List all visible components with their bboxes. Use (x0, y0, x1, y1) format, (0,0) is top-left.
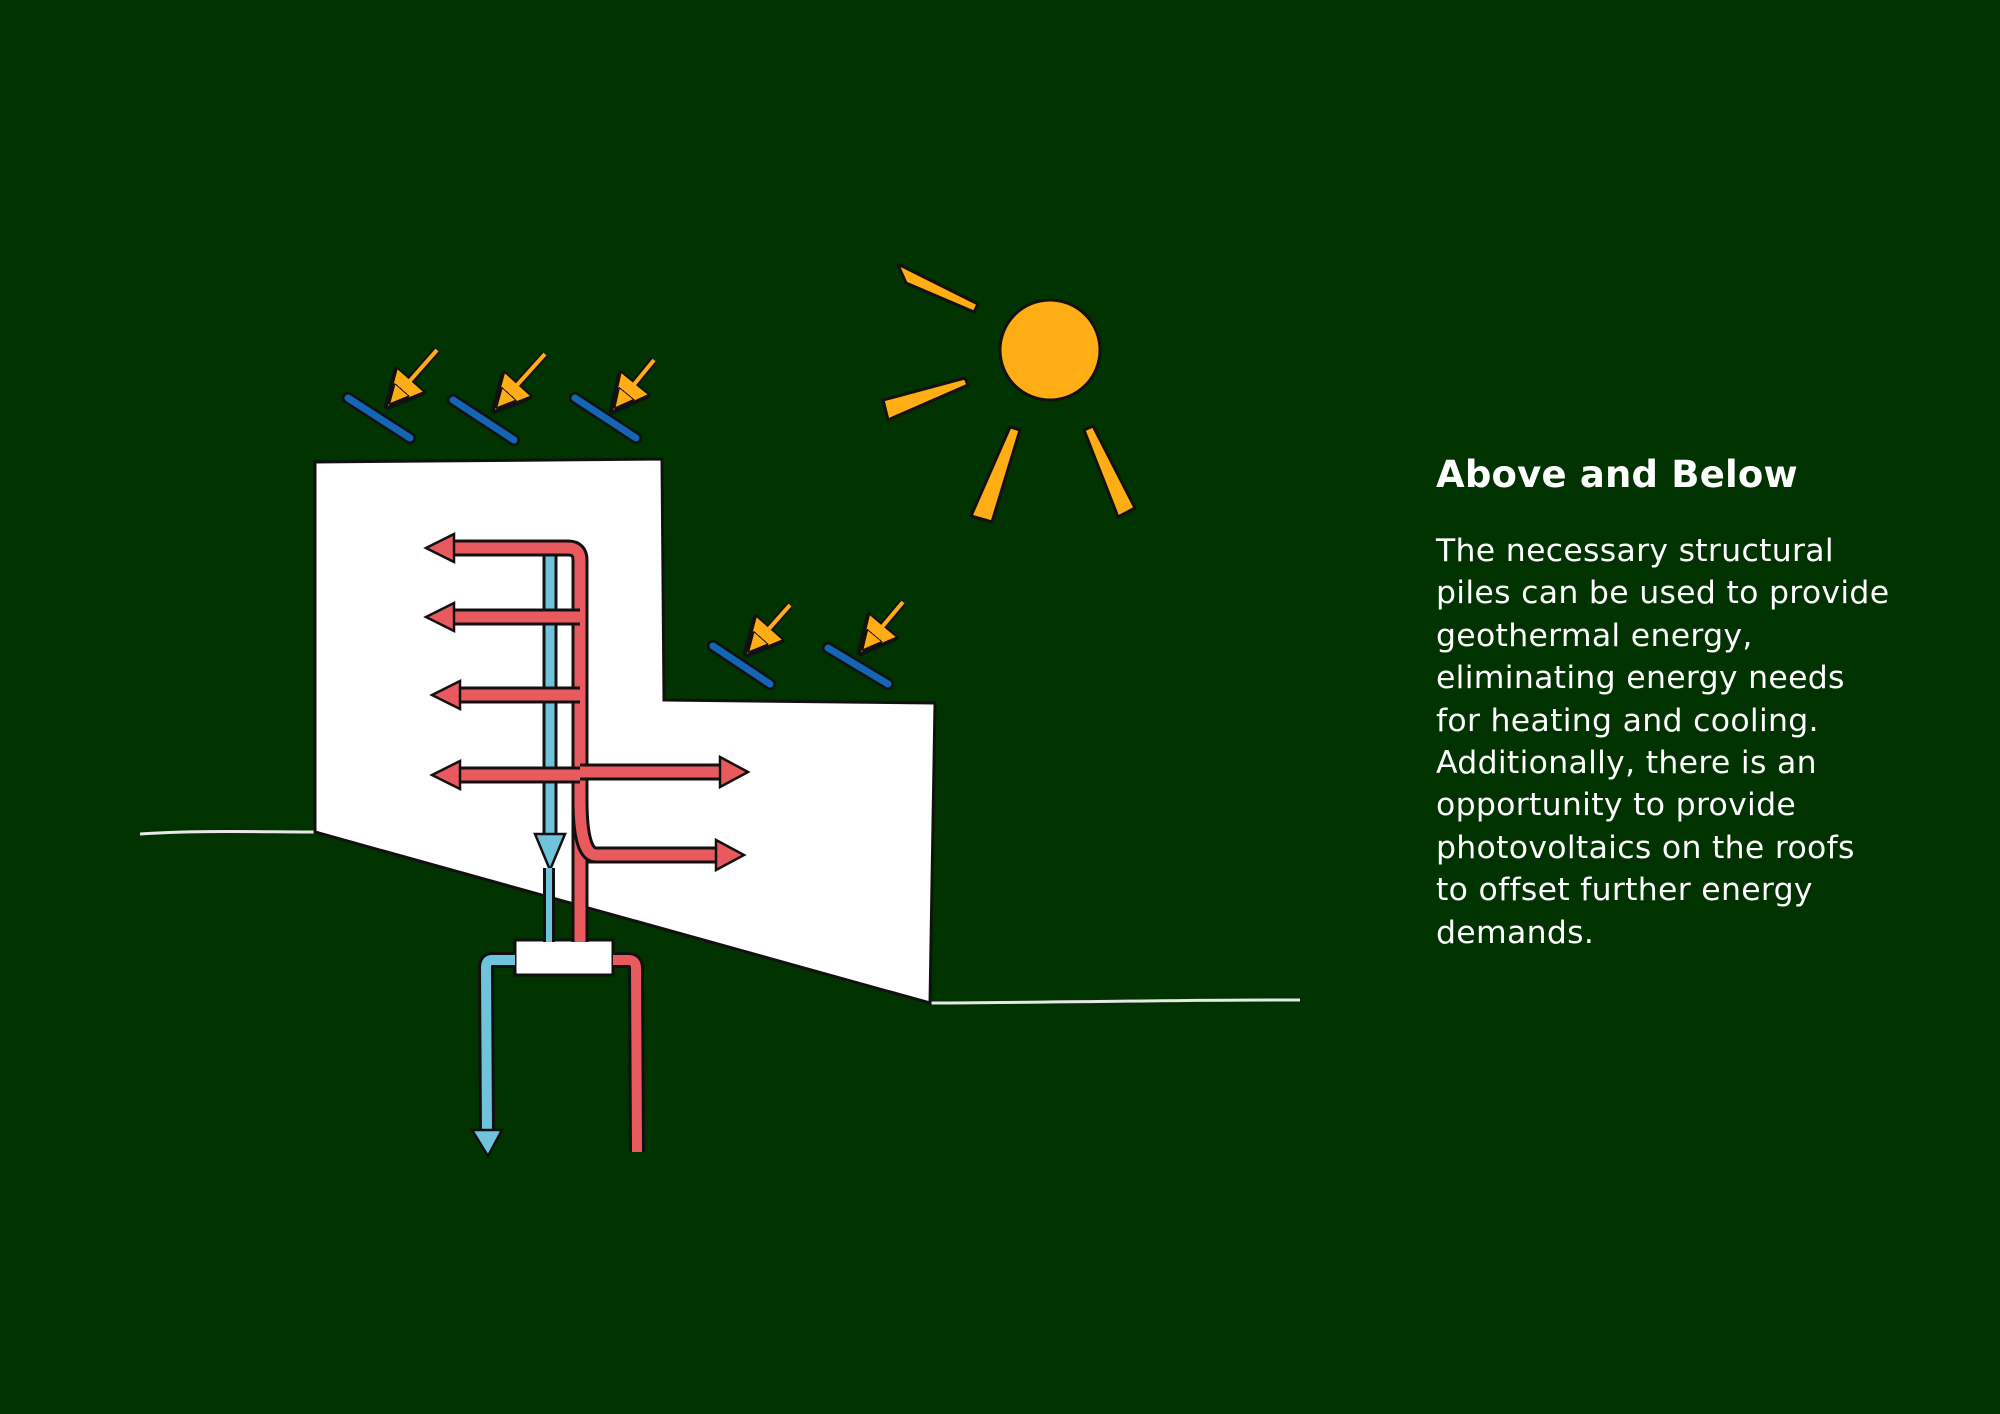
sun-icon (881, 263, 1137, 524)
heat-arrow-icon (423, 531, 751, 873)
ground-line (139, 830, 1301, 1005)
solar-panel-icon (342, 392, 894, 690)
heat-pump-icon (513, 938, 615, 977)
text-panel: Above and Below The necessary structural… (1436, 452, 1896, 954)
page-title: Above and Below (1436, 453, 1798, 496)
heat-pipe (450, 539, 722, 1153)
description-text: The necessary structural piles can be us… (1436, 533, 1890, 951)
building (313, 457, 937, 1005)
sunlight-arrow-icon (393, 347, 907, 648)
